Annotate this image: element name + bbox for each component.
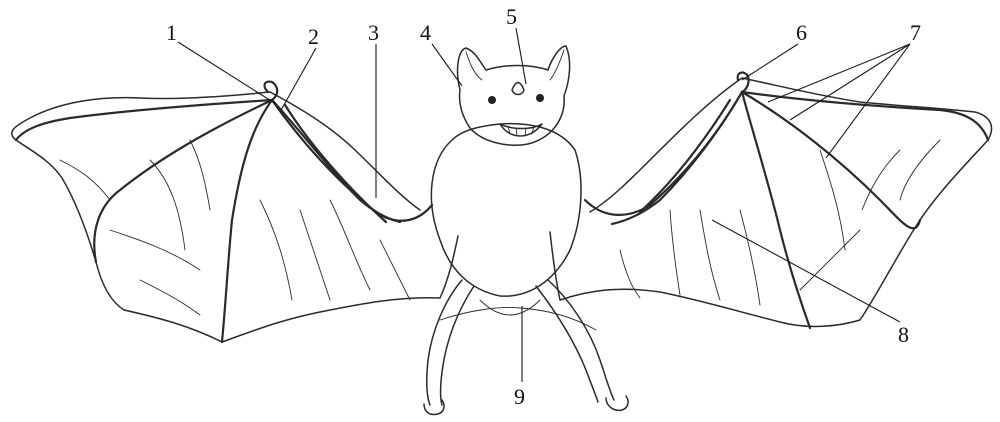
legs <box>424 280 628 415</box>
label-6: 6 <box>796 20 807 45</box>
labels: 1 2 3 4 5 6 7 8 9 <box>166 4 921 409</box>
label-9: 9 <box>514 384 525 409</box>
leader-8 <box>712 220 900 322</box>
leader-6 <box>742 44 798 80</box>
left-wing <box>12 92 458 342</box>
label-2: 2 <box>308 24 319 49</box>
leader-1 <box>178 42 276 104</box>
leader-5 <box>516 28 526 84</box>
right-wing <box>550 78 992 328</box>
label-3: 3 <box>368 20 379 45</box>
label-7: 7 <box>910 20 921 45</box>
label-5: 5 <box>506 4 517 29</box>
arms <box>265 73 749 222</box>
leader-7b <box>790 44 910 120</box>
label-4: 4 <box>420 20 431 45</box>
label-1: 1 <box>166 20 177 45</box>
leader-lines <box>178 28 910 382</box>
bat-body <box>431 46 581 296</box>
leader-2 <box>280 48 316 112</box>
label-8: 8 <box>898 322 909 347</box>
